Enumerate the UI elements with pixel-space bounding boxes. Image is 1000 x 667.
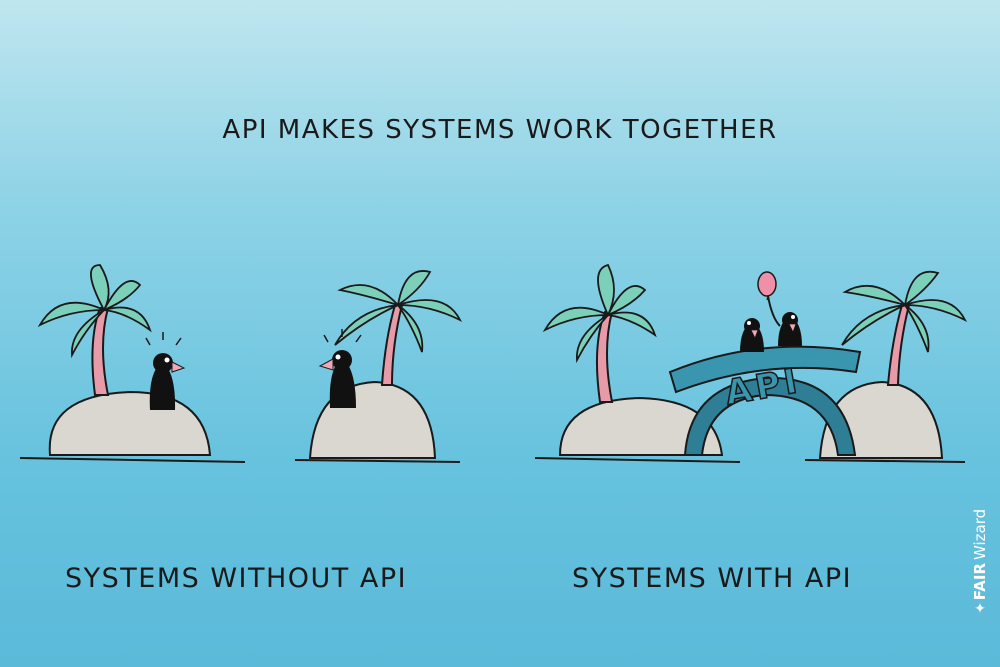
island-right-1 [534,263,741,463]
caption-left: SYSTEMS WITHOUT API [65,563,408,594]
island-left-2 [294,270,463,463]
bird-icon [145,332,186,410]
palm-tree-icon [542,263,657,403]
palm-tree-icon [334,270,463,386]
bird-icon [767,295,802,346]
brand-strong: FAIR [971,563,989,601]
brand-light: Wizard [971,508,989,560]
brand-wizard-icon: ✦ [974,601,986,618]
bird-icon [740,318,764,352]
palm-tree-icon [37,264,152,396]
balloon-icon [757,271,777,301]
island-left-1 [19,264,246,463]
headline: API MAKES SYSTEMS WORK TOGETHER [222,115,778,145]
palm-tree-icon [841,270,968,386]
bird-icon [318,329,362,408]
caption-right: SYSTEMS WITH API [572,563,853,594]
brand-logo: ✦ FAIR Wizard [968,505,992,618]
